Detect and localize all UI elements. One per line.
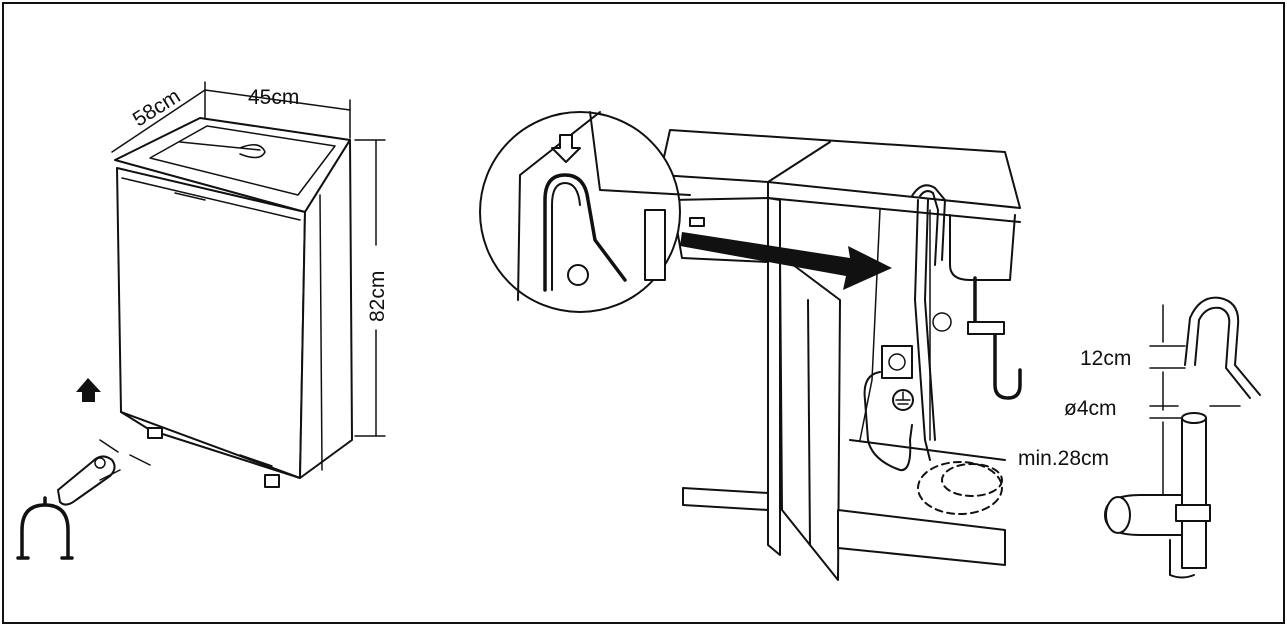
pipe-diameter-label: ø4cm (1064, 397, 1117, 420)
adjusting-wrench (57, 455, 116, 506)
wrench-tool-icon (16, 496, 74, 560)
min-height-label: min.28cm (1018, 447, 1109, 470)
sink-basin (949, 214, 1016, 281)
depth-label: 58cm (129, 85, 185, 132)
foot-right (264, 474, 280, 488)
hose-end (1184, 296, 1261, 396)
arrow-up-icon (76, 378, 101, 402)
drain-pipe (973, 276, 1022, 400)
width-label: 45cm (248, 86, 299, 109)
hose-coil-dashed (917, 461, 1003, 515)
dimension-lines-left (111, 81, 386, 437)
electrical-socket-icon (881, 345, 913, 379)
height-label: 82cm (366, 271, 389, 322)
detail-pointer-arrow (680, 232, 892, 290)
dishwasher-figure (57, 117, 353, 506)
foot-left (147, 427, 163, 439)
detail-inset (479, 111, 691, 313)
dimension-lines-right (1149, 304, 1241, 496)
cabinet-door (779, 254, 841, 581)
hose-gap-label: 12cm (1080, 347, 1131, 370)
hose-hook (543, 173, 627, 292)
vertical-pipe (1181, 417, 1207, 569)
cabinet-installation (659, 129, 1022, 581)
countertop (659, 129, 1021, 209)
detail-circle (479, 111, 681, 313)
drain-hose (914, 199, 931, 461)
power-cable (863, 371, 913, 472)
dishwasher-side (299, 139, 353, 479)
arrow-down-icon (551, 134, 581, 163)
drain-pipe-detail (1104, 296, 1261, 579)
